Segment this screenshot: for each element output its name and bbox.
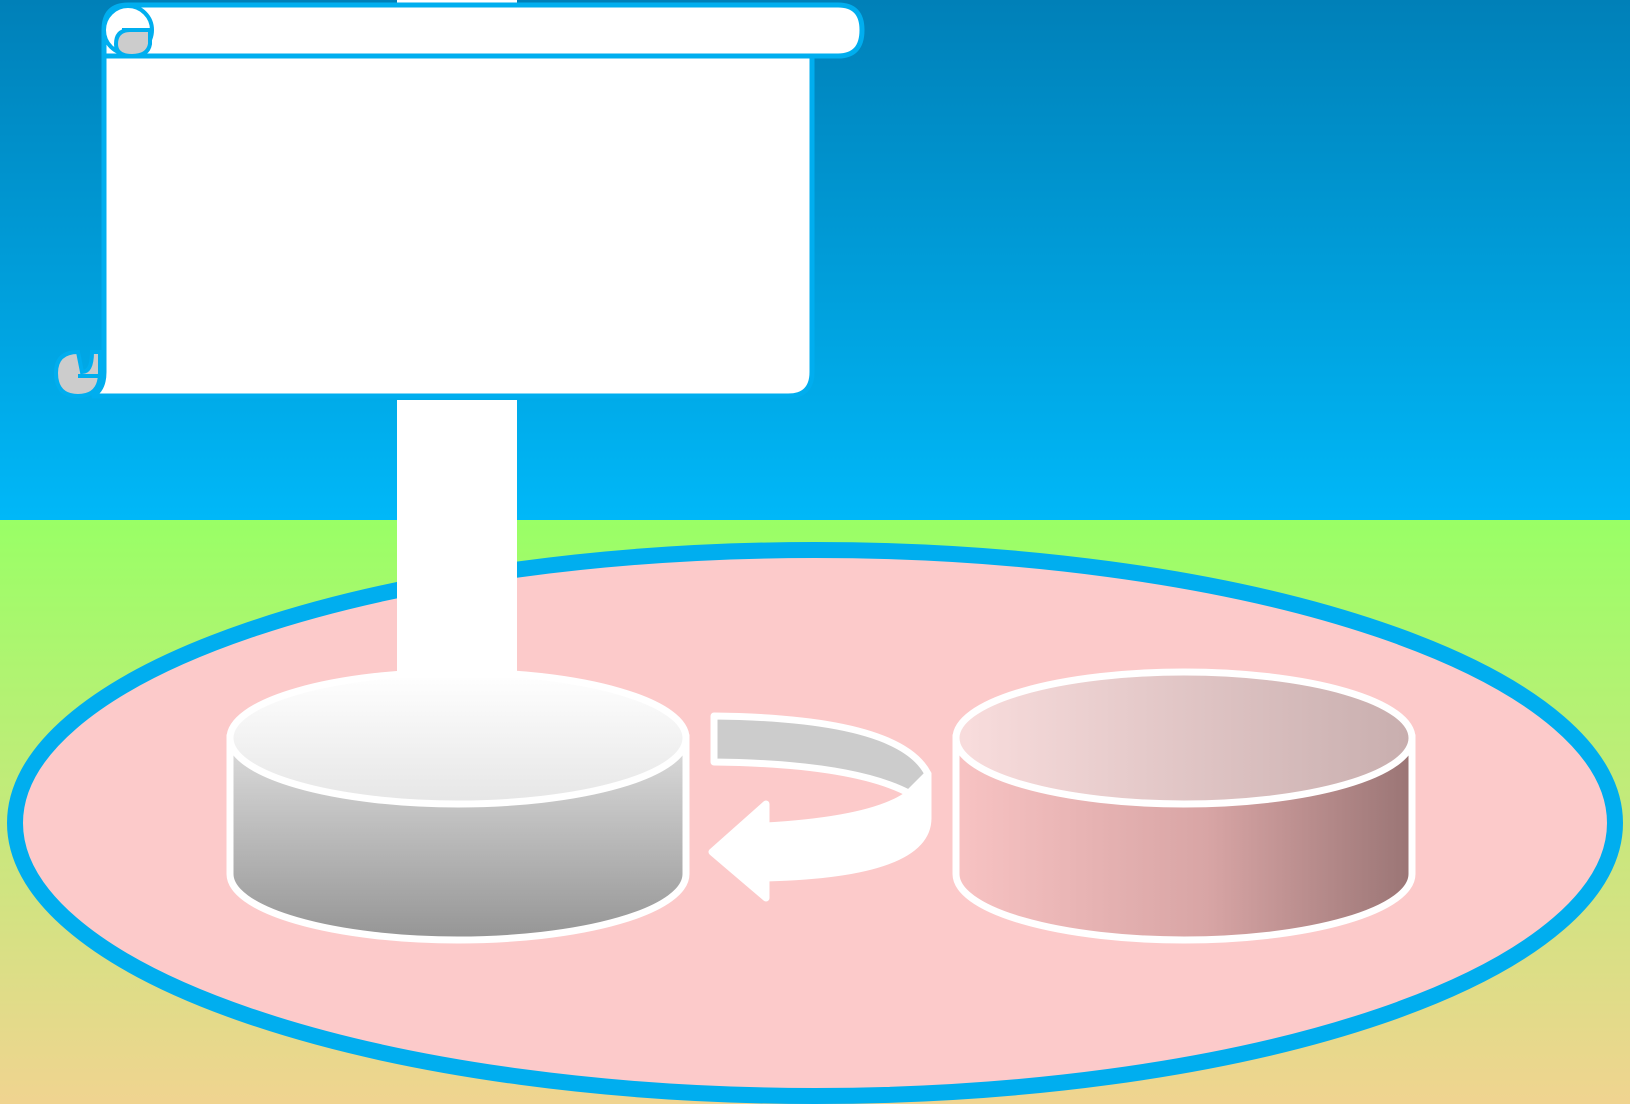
gray-cylinder bbox=[230, 672, 686, 940]
scroll-curl-icon-bottom bbox=[56, 352, 104, 396]
scroll-sign-body bbox=[92, 38, 812, 396]
sign-pole-base bbox=[397, 600, 517, 678]
pink-cylinder-top bbox=[956, 672, 1412, 804]
gray-cylinder-top bbox=[230, 672, 686, 804]
scroll-sign-top-bar bbox=[104, 5, 862, 56]
scroll-sign bbox=[56, 5, 862, 396]
pink-cylinder bbox=[956, 672, 1412, 940]
scroll-curl-icon bbox=[104, 6, 152, 56]
